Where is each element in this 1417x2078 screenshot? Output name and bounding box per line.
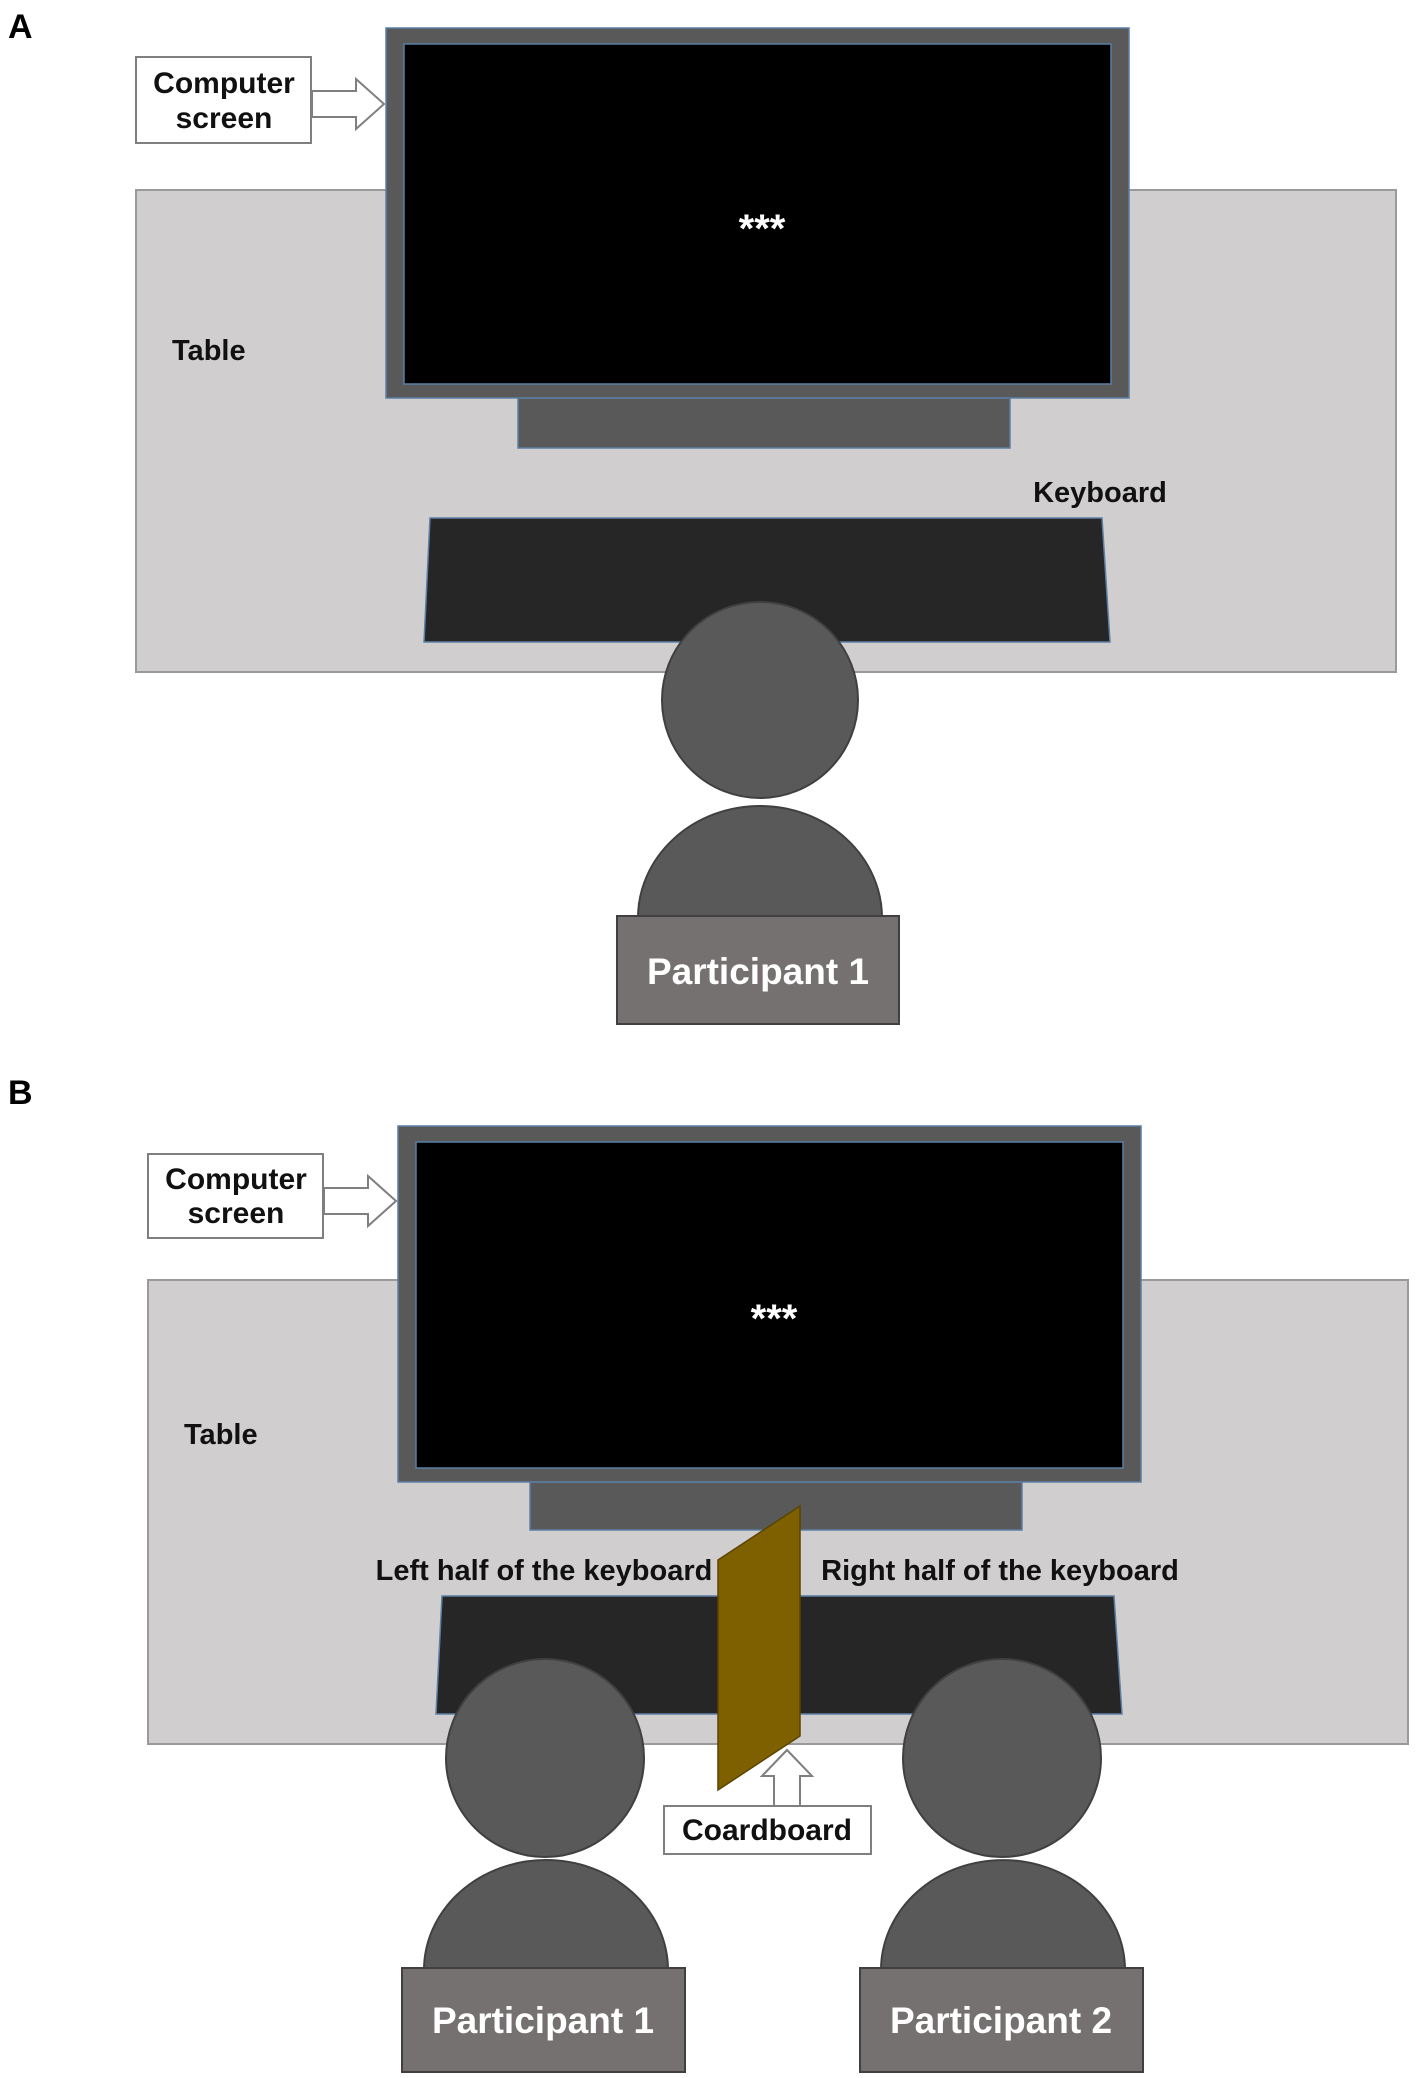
panel-b-screen-arrow-icon xyxy=(323,1173,398,1229)
panel-a-screen-label-line2: screen xyxy=(176,102,273,135)
panel-a-monitor-stand xyxy=(517,397,1011,449)
panel-a-table-label: Table xyxy=(172,335,246,367)
panel-a-screen-arrow-icon xyxy=(311,76,386,132)
panel-a-letter: A xyxy=(8,8,33,46)
panel-b-cardboard-label-box xyxy=(663,1805,872,1855)
panel-b-participant2-name-box xyxy=(859,1967,1144,2073)
panel-b-participant1-name-box xyxy=(401,1967,686,2073)
panel-b-participant1-head xyxy=(445,1658,645,1858)
panel-b-letter: B xyxy=(8,1074,33,1112)
panel-b-left-keyboard-label: Left half of the keyboard xyxy=(376,1555,713,1587)
panel-b-screen-label-box xyxy=(147,1153,324,1239)
panel-b-participant2-label: Participant 2 xyxy=(890,2000,1112,2041)
panel-a-keyboard xyxy=(423,517,1111,643)
panel-a-computer-screen xyxy=(403,43,1112,385)
panel-a-keyboard-label: Keyboard xyxy=(1033,477,1167,509)
panel-b-table-label: Table xyxy=(184,1419,258,1451)
panel-b-participant1-body xyxy=(422,1859,670,1971)
panel-b-right-keyboard-label: Right half of the keyboard xyxy=(821,1555,1179,1587)
panel-b-cardboard-arrow-icon xyxy=(759,1748,815,1808)
panel-b-screen-label-line1: Computer xyxy=(165,1163,307,1196)
panel-b-screen-label-line2: screen xyxy=(188,1197,285,1230)
panel-b-cardboard-divider xyxy=(717,1504,801,1792)
panel-b-cardboard-label: Coardboard xyxy=(682,1814,852,1847)
panel-a-participant-name-box xyxy=(616,915,900,1025)
panel-a-screen-stimulus: *** xyxy=(739,207,786,251)
panel-b-computer-screen xyxy=(415,1141,1124,1469)
panel-b-participant2-body xyxy=(879,1859,1127,1971)
panel-a-participant-label: Participant 1 xyxy=(647,951,869,992)
panel-b-participant1-label: Participant 1 xyxy=(432,2000,654,2041)
panel-a-participant-body xyxy=(636,805,884,919)
panel-a: A Table *** Computer screen Keyboard Par… xyxy=(8,8,1397,1025)
panel-a-participant-head xyxy=(661,601,859,799)
panel-a-screen-label-line1: Computer xyxy=(153,67,295,100)
panel-b: B Table *** Computer screen Left half of… xyxy=(8,1074,1409,2073)
panel-b-participant2-head xyxy=(902,1658,1102,1858)
panel-b-screen-stimulus: *** xyxy=(751,1297,798,1341)
